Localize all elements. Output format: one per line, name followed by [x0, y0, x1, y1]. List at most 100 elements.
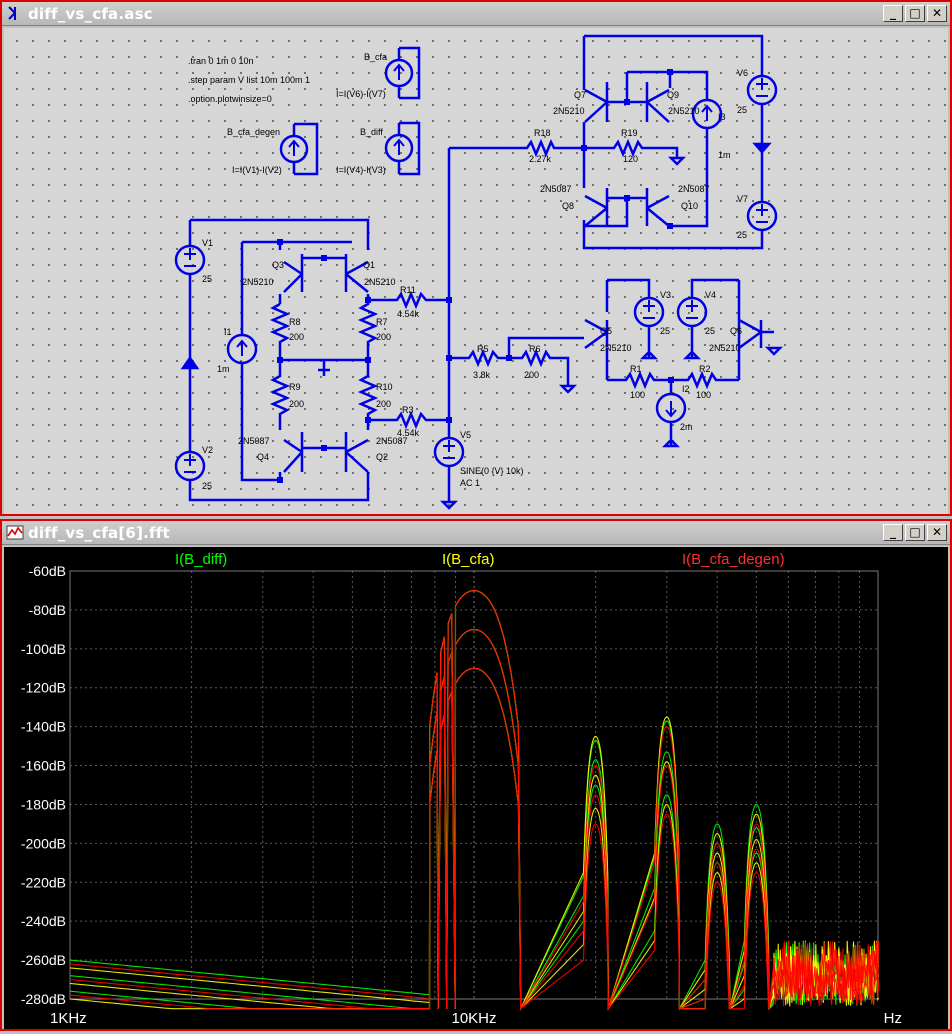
label-q3: Q3 [272, 260, 284, 270]
fft-restore-button[interactable]: □ [905, 524, 925, 541]
value-r6: 200 [524, 370, 539, 380]
label-r18: R18 [534, 128, 551, 138]
series-ibcfadegen-step-0 [69, 589, 880, 1011]
label-i1: I1 [224, 327, 232, 337]
directive-option[interactable]: .option.plotwinsize=0 [188, 94, 272, 104]
label-v2: V2 [202, 445, 213, 455]
value-r5: 3.8k [473, 370, 491, 380]
expr-b-cfa-degen: I=I(V1)-I(V2) [232, 165, 282, 175]
y-tick-label: -240dB [21, 913, 66, 929]
schematic-icon [8, 6, 16, 20]
value-r10: 200 [376, 399, 391, 409]
label-q2: Q2 [376, 452, 388, 462]
label-v1: V1 [202, 238, 213, 248]
schematic-titlebar[interactable]: diff_vs_cfa.asc _ □ ✕ [2, 2, 950, 26]
legend-b-cfa[interactable]: I(B_cfa) [442, 551, 495, 568]
label-r1: R1 [630, 364, 642, 374]
label-q8: Q8 [562, 201, 574, 211]
label-q4: Q4 [257, 452, 269, 462]
y-tick-label: -120dB [21, 680, 66, 696]
label-v6: V6 [737, 68, 748, 78]
label-b-cfa: B_cfa [364, 52, 387, 62]
model-q8: 2N5087 [540, 184, 572, 194]
fft-close-button[interactable]: ✕ [927, 524, 947, 541]
label-q10: Q10 [681, 201, 698, 211]
ac-v5: AC 1 [460, 478, 480, 488]
label-r11: R11 [400, 285, 416, 295]
fft-minimize-button[interactable]: _ [883, 524, 903, 541]
directive-step[interactable]: .step param V list 10m 100m 1 [188, 75, 310, 85]
y-tick-label: -140dB [21, 719, 66, 735]
label-q9: Q9 [667, 90, 679, 100]
label-b-cfa-degen: B_cfa_degen [227, 127, 280, 137]
series-ibcfa-step-0 [69, 589, 880, 1011]
plot-frame [69, 570, 879, 1000]
close-button[interactable]: ✕ [927, 5, 947, 22]
label-r10: R10 [376, 382, 393, 392]
label-r6: R6 [529, 344, 541, 354]
fft-chart[interactable]: -60dB-80dB-100dB-120dB-140dB-160dB-180dB… [4, 547, 948, 1029]
schematic-title: diff_vs_cfa.asc [28, 5, 153, 23]
label-v3: V3 [660, 290, 671, 300]
fft-title: diff_vs_cfa[6].fft [28, 524, 170, 542]
y-tick-label: -180dB [21, 796, 66, 812]
waveform-icon [6, 525, 24, 540]
value-r3: 4.54k [397, 428, 420, 438]
fft-window[interactable]: diff_vs_cfa[6].fft _ □ ✕ -60dB-80dB-100d… [0, 519, 952, 1031]
value-v7: 25 [737, 230, 747, 240]
value-i1: 1m [217, 364, 230, 374]
restore-button[interactable]: □ [905, 5, 925, 22]
y-axis-labels: -60dB-80dB-100dB-120dB-140dB-160dB-180dB… [21, 563, 66, 1007]
y-tick-label: -260dB [21, 952, 66, 968]
chart-grid [69, 570, 879, 1000]
label-r8: R8 [289, 317, 301, 327]
label-b-diff: B_diff [360, 127, 383, 137]
label-q7: Q7 [574, 90, 586, 100]
value-i3: 1m [718, 150, 731, 160]
minimize-button[interactable]: _ [883, 5, 903, 22]
model-q4: 2N5087 [238, 436, 270, 446]
value-v3: 25 [660, 326, 670, 336]
label-v5: V5 [460, 430, 471, 440]
value-v2: 25 [202, 481, 212, 491]
model-q1: 2N5210 [364, 277, 396, 287]
y-tick-label: -280dB [21, 991, 66, 1007]
schematic-canvas[interactable]: .tran 0 1m 0 10n .step param V list 10m … [4, 28, 948, 514]
label-i3: I3 [718, 112, 726, 122]
model-q10: 2N5087 [678, 184, 710, 194]
value-i2: 2m [680, 422, 693, 432]
series-ibdiff-step-0 [69, 589, 880, 1009]
directive-tran[interactable]: .tran 0 1m 0 10n [188, 56, 254, 66]
value-r7: 200 [376, 332, 391, 342]
label-q5: Q5 [600, 326, 612, 336]
label-r3: R3 [402, 405, 414, 415]
label-r19: R19 [621, 128, 638, 138]
model-q3: 2N5210 [242, 277, 274, 287]
value-r11: 4.54k [397, 309, 420, 319]
label-v7: V7 [737, 194, 748, 204]
chart-traces [69, 589, 880, 1011]
schematic-window[interactable]: diff_vs_cfa.asc _ □ ✕ .tran 0 1m 0 10n .… [0, 0, 952, 516]
value-v6: 25 [737, 105, 747, 115]
label-r9: R9 [289, 382, 301, 392]
label-q6: Q6 [730, 326, 742, 336]
label-i2: I2 [682, 384, 690, 394]
legend-b-cfa-degen[interactable]: I(B_cfa_degen) [682, 551, 785, 568]
value-r18: 2.27k [529, 154, 552, 164]
sine-v5: SINE(0 {V} 10k) [460, 466, 524, 476]
value-r8: 200 [289, 332, 304, 342]
legend-b-diff[interactable]: I(B_diff) [175, 551, 227, 568]
y-tick-label: -60dB [29, 563, 66, 579]
label-r7: R7 [376, 317, 388, 327]
label-r5: R5 [477, 344, 489, 354]
schematic-drawing[interactable]: .tran 0 1m 0 10n .step param V list 10m … [4, 28, 948, 514]
x-tick-label: 10KHz [451, 1010, 496, 1027]
expr-b-diff: I=I(V4)-I(V3) [336, 165, 386, 175]
fft-titlebar[interactable]: diff_vs_cfa[6].fft _ □ ✕ [2, 521, 950, 545]
model-q7: 2N5210 [553, 106, 585, 116]
fft-plot-pane[interactable]: -60dB-80dB-100dB-120dB-140dB-160dB-180dB… [4, 547, 948, 1029]
value-r19: 120 [623, 154, 638, 164]
value-r2: 100 [696, 390, 711, 400]
model-q9: 2N5210 [668, 106, 700, 116]
